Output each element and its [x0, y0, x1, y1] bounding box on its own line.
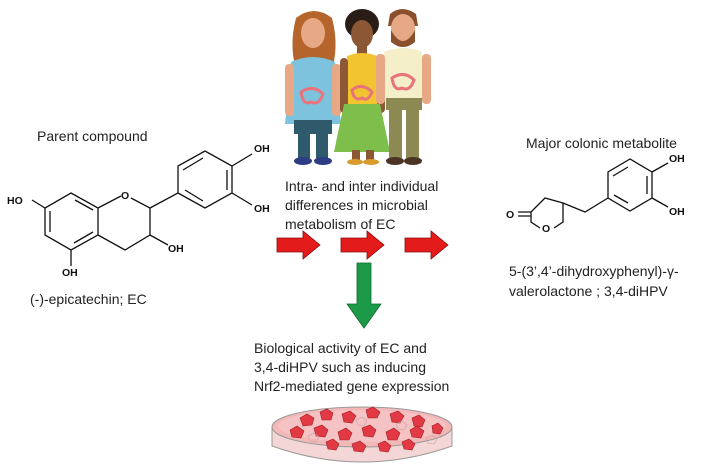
red-arrow-2	[340, 230, 385, 260]
metabolism-text-line3: metabolism of EC	[285, 216, 396, 232]
parent-heading: Parent compound	[37, 128, 148, 144]
metabolite-name-line2: valerolactone ; 3,4-diHPV	[509, 283, 668, 299]
ring-oxygen-parent: O	[121, 190, 129, 202]
person-right	[376, 9, 431, 165]
person-left	[285, 11, 341, 165]
metabolism-text-line2: differences in microbial	[285, 197, 428, 213]
ring-oxygen-lactone: O	[542, 223, 550, 235]
oh-bottom: OH	[669, 206, 685, 218]
activity-text-line1: Biological activity of EC and	[254, 340, 427, 356]
carbonyl-oxygen: O	[506, 209, 514, 221]
oh-top: OH	[669, 153, 685, 165]
green-arrow-down	[346, 262, 382, 329]
oh-3: OH	[168, 243, 184, 255]
red-arrow-3	[404, 230, 449, 260]
cells	[289, 406, 444, 453]
red-arrow-1	[276, 230, 321, 260]
metabolite-heading: Major colonic metabolite	[526, 135, 677, 151]
ho-7: HO	[7, 195, 23, 207]
oh-4prime: OH	[254, 143, 270, 155]
cell-outlines	[307, 416, 438, 445]
metabolism-text-line1: Intra- and inter individual	[285, 178, 439, 194]
metabolite-name-line1: 5-(3’,4’-dihydroxyphenyl)-γ-	[509, 263, 679, 279]
oh-5: OH	[62, 267, 78, 279]
oh-3prime: OH	[254, 203, 270, 215]
person-middle	[334, 9, 390, 165]
activity-text-line2: 3,4-diHPV such as inducing	[254, 359, 426, 375]
parent-name: (-)-epicatechin; EC	[30, 291, 147, 307]
activity-text-line3: Nrf2-mediated gene expression	[254, 378, 450, 394]
